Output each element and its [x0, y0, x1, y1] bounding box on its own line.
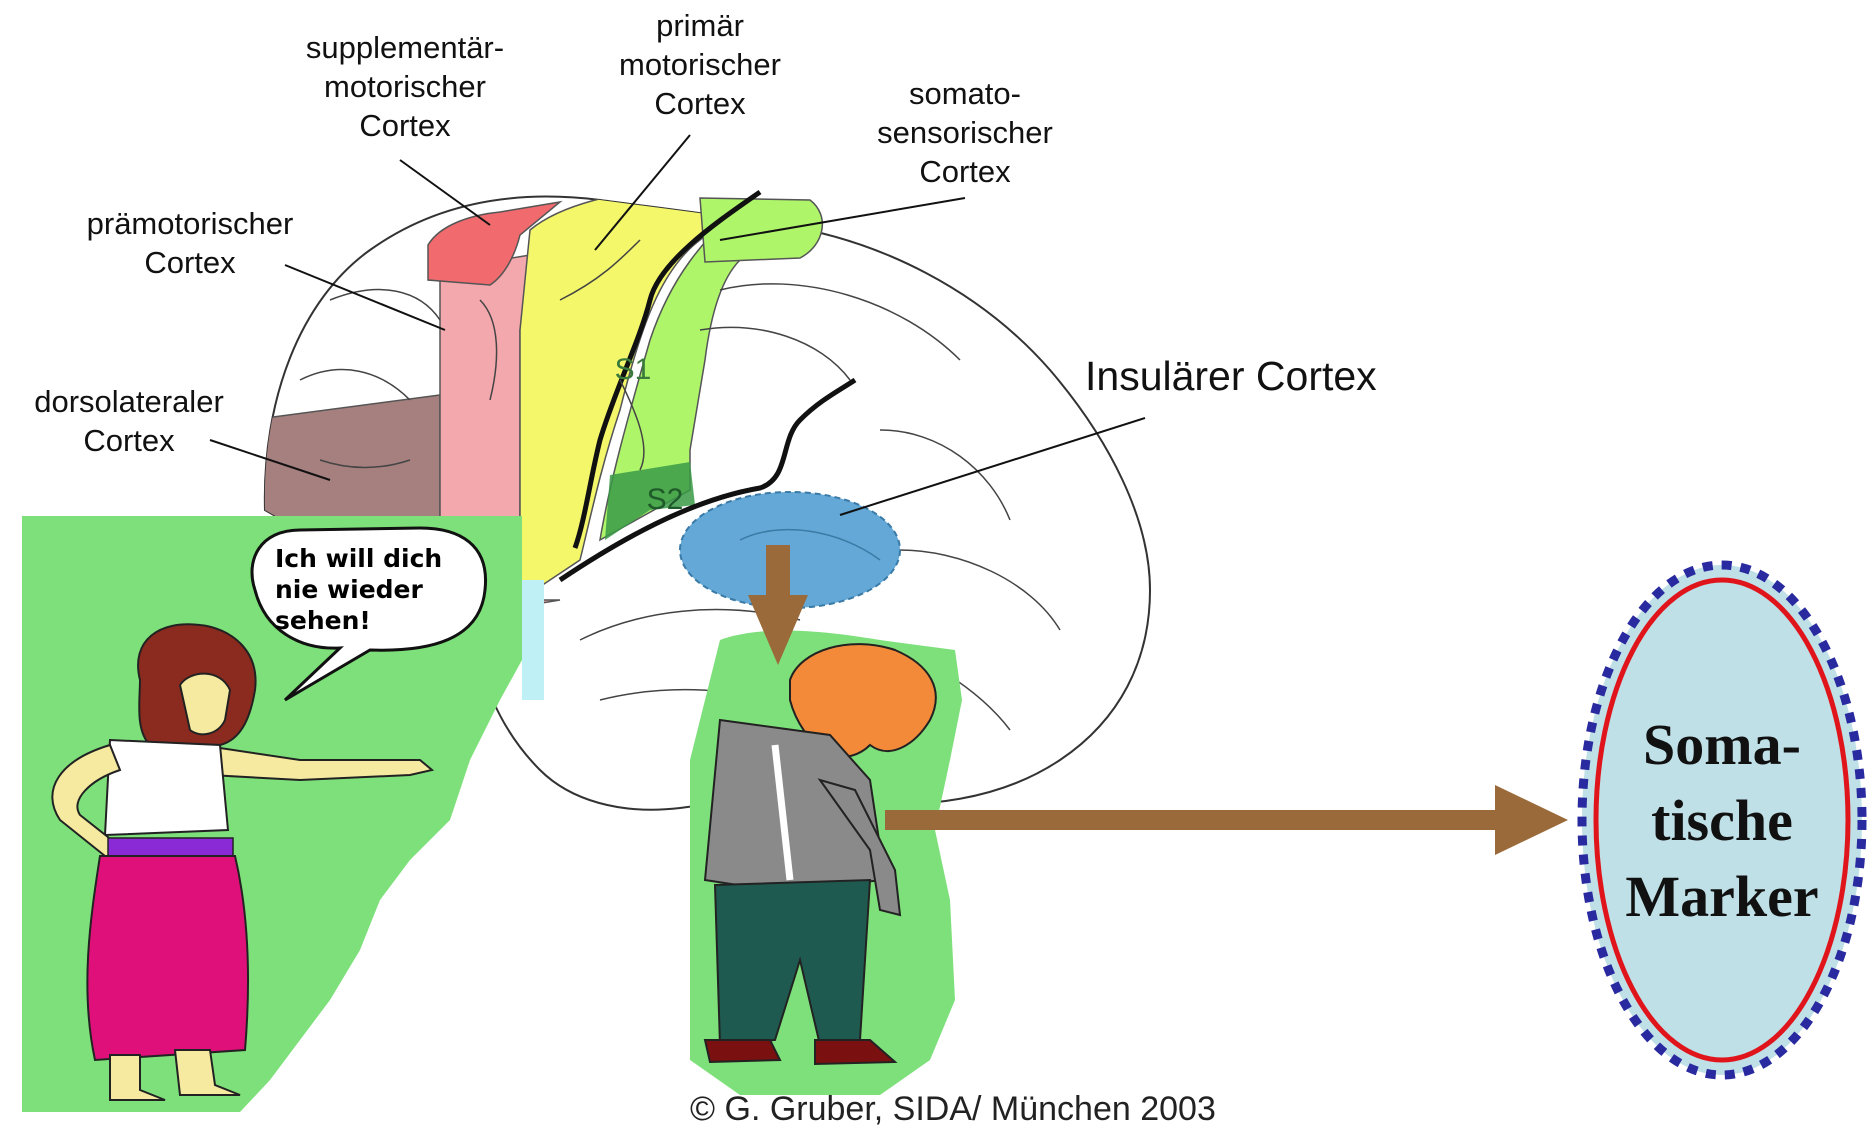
right-arrow	[885, 785, 1568, 855]
speech-line: Ich will dich	[275, 543, 442, 574]
label-line: dorsolateraler	[4, 382, 254, 421]
marker-line: tische	[1600, 783, 1844, 859]
label-supplementary-motor-cortex: supplementär- motorischer Cortex	[260, 28, 550, 145]
speech-line: nie wieder	[275, 574, 442, 605]
somatic-marker-label: Soma- tische Marker	[1600, 707, 1844, 935]
label-line: sensorischer	[840, 113, 1090, 152]
speech-line: sehen!	[275, 605, 442, 636]
label-line: Cortex	[260, 106, 550, 145]
label-line: Cortex	[590, 84, 810, 123]
label-somatosensory-cortex: somato- sensorischer Cortex	[840, 74, 1090, 191]
label-line: motorischer	[590, 45, 810, 84]
label-premotor-cortex: prämotorischer Cortex	[50, 204, 330, 282]
marker-line: Marker	[1600, 859, 1844, 935]
marker-line: Soma-	[1600, 707, 1844, 783]
label-line: motorischer	[260, 67, 550, 106]
label-s1: S1	[608, 350, 658, 389]
somatosensory-cap	[700, 198, 822, 262]
label-dorsolateral-cortex: dorsolateraler Cortex	[4, 382, 254, 460]
label-insular-cortex: Insulärer Cortex	[1085, 353, 1377, 399]
woman-skirt	[87, 856, 248, 1060]
footer-copyright: © G. Gruber, SIDA/ München 2003	[690, 1090, 1216, 1129]
speech-bubble-text: Ich will dich nie wieder sehen!	[275, 543, 442, 636]
man-panel	[690, 631, 962, 1095]
label-line: Cortex	[50, 243, 330, 282]
label-line: Cortex	[4, 421, 254, 460]
label-line: prämotorischer	[50, 204, 330, 243]
woman-top	[105, 740, 228, 835]
label-line: somato-	[840, 74, 1090, 113]
label-primary-motor-cortex: primär motorischer Cortex	[590, 6, 810, 123]
label-line: Cortex	[840, 152, 1090, 191]
label-line: primär	[590, 6, 810, 45]
label-s2: S2	[640, 480, 690, 519]
label-line: supplementär-	[260, 28, 550, 67]
woman-belt	[108, 838, 233, 856]
